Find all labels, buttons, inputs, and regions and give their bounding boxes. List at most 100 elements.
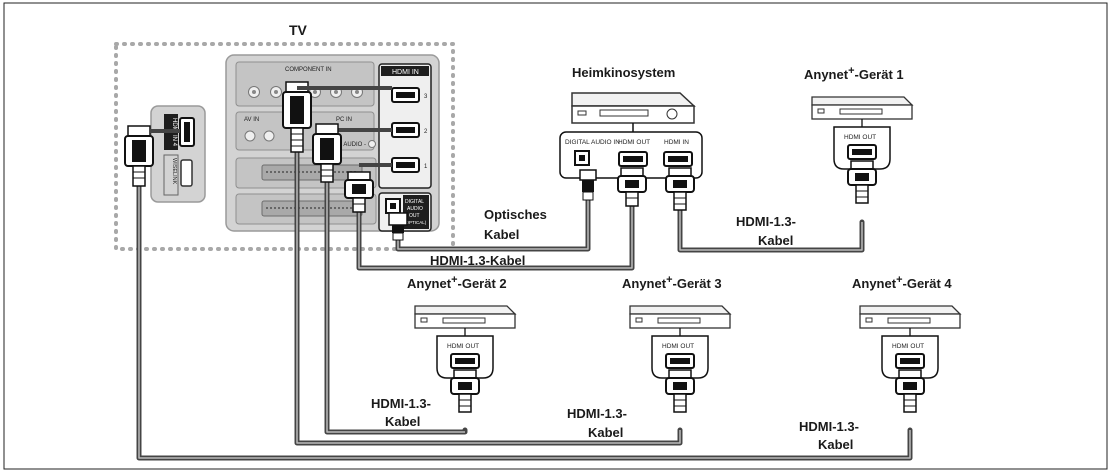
anynet-device-1: Anynet+-Gerät 1 HDMI OUT bbox=[804, 65, 914, 204]
digital-audio-out-line4: (OPTICAL) bbox=[404, 220, 427, 225]
device-plug-head bbox=[453, 369, 477, 379]
device-superscript: + bbox=[666, 274, 672, 286]
plug-ht-hdmi-in bbox=[665, 167, 695, 211]
device-suffix: -Gerät 4 bbox=[903, 276, 953, 291]
scart-block-1 bbox=[235, 157, 377, 189]
device-slot bbox=[442, 317, 486, 324]
home-theater-port-panel: DIGITAL AUDIO IN HDMI OUT HDMI IN bbox=[559, 131, 703, 179]
device-suffix: -Gerät 2 bbox=[458, 276, 507, 291]
plug-ht-hdmi-out bbox=[617, 167, 647, 207]
home-theater-title: Heimkinosystem bbox=[572, 65, 675, 80]
device-hdmi-port-inner bbox=[852, 149, 872, 155]
device-port-label: HDMI OUT bbox=[892, 343, 924, 350]
device-suffix: -Gerät 3 bbox=[673, 276, 722, 291]
device-plug-grip bbox=[855, 173, 869, 181]
device-port-label: HDMI OUT bbox=[844, 134, 876, 141]
anynet-device-2: Anynet+-Gerät 2 HDMI OUT bbox=[407, 274, 517, 413]
tv-outline bbox=[114, 42, 455, 251]
device-plug-head bbox=[668, 369, 692, 379]
hdmi-dev4-cable-label-line2: Kabel bbox=[818, 437, 853, 452]
plug-tv-side-hdmi bbox=[124, 125, 180, 187]
tv-title: TV bbox=[289, 22, 308, 38]
hdmi-port-2-number: 2 bbox=[424, 129, 428, 135]
digital-audio-out-line3: OUT bbox=[409, 213, 420, 219]
device-2-title: Anynet+-Gerät 2 bbox=[407, 274, 507, 291]
cable-labels: Optisches Kabel HDMI-1.3-Kabel HDMI-1.3-… bbox=[371, 207, 859, 452]
device-top bbox=[811, 96, 914, 106]
ht-port-hdmi-in: HDMI IN bbox=[664, 139, 689, 146]
hdmi-port-3-number: 3 bbox=[424, 94, 428, 100]
hdmi-dev3-cable-label-line1: HDMI-1.3- bbox=[567, 406, 627, 421]
device-front bbox=[859, 313, 961, 329]
hdmi-dev1-cable-label-line1: HDMI-1.3- bbox=[736, 214, 796, 229]
optical-cable-label-line2: Kabel bbox=[484, 227, 519, 242]
home-theater-unit bbox=[571, 92, 696, 132]
device-hdmi-port-inner bbox=[455, 358, 475, 364]
device-port-label: HDMI OUT bbox=[447, 343, 479, 350]
home-theater-group: Heimkinosystem DIGITAL AUDIO IN HDMI OUT… bbox=[559, 65, 703, 179]
device-1-title: Anynet+-Gerät 1 bbox=[804, 65, 904, 82]
wiselink-label: WISELINK bbox=[171, 158, 177, 185]
hdmi-port-1-number: 1 bbox=[424, 164, 428, 170]
hdmi-ht-cable-label: HDMI-1.3-Kabel bbox=[430, 253, 525, 268]
digital-audio-out-line2: AUDIO bbox=[407, 206, 423, 212]
device-slot bbox=[657, 317, 701, 324]
ht-port-hdmi-out: HDMI OUT bbox=[618, 139, 650, 146]
device-top bbox=[414, 305, 517, 315]
device-led bbox=[865, 317, 873, 323]
device-hdmi-port-inner bbox=[900, 358, 920, 364]
device-slot bbox=[887, 317, 931, 324]
plug-ht-optical bbox=[579, 169, 597, 201]
audio-label: - AUDIO - bbox=[340, 142, 366, 148]
device-3-title: Anynet+-Gerät 3 bbox=[622, 274, 722, 291]
digital-audio-out-line1: DIGITAL bbox=[405, 199, 424, 205]
hdmi-dev4-cable-label-line1: HDMI-1.3- bbox=[799, 419, 859, 434]
tv-hdmi-in-header: HDMI IN bbox=[392, 69, 419, 76]
plug-tv-hdmi-3 bbox=[282, 81, 392, 153]
device-superscript: + bbox=[451, 274, 457, 286]
device-top bbox=[629, 305, 732, 315]
device-hdmi-port-inner bbox=[670, 358, 690, 364]
device-plug-grip bbox=[673, 382, 687, 390]
device-name: Anynet bbox=[804, 67, 849, 82]
device-suffix: -Gerät 1 bbox=[855, 67, 904, 82]
plug-tv-optical bbox=[388, 212, 408, 241]
device-4-title: Anynet+-Gerät 4 bbox=[852, 274, 952, 291]
device-name: Anynet bbox=[852, 276, 897, 291]
device-name: Anynet bbox=[407, 276, 452, 291]
outer-frame bbox=[3, 2, 1108, 470]
hdmi-dev2-cable-label-line2: Kabel bbox=[385, 414, 420, 429]
tv-side-panel: HDMI IN 4 WISELINK bbox=[150, 105, 206, 203]
device-led bbox=[420, 317, 428, 323]
device-slot bbox=[839, 108, 883, 115]
device-plug-grip bbox=[458, 382, 472, 390]
anynet-device-4: Anynet+-Gerät 4 HDMI OUT bbox=[852, 274, 962, 413]
device-front bbox=[629, 313, 731, 329]
device-name: Anynet bbox=[622, 276, 667, 291]
plug-tv-hdmi-1 bbox=[344, 163, 392, 213]
device-plug-head bbox=[850, 160, 874, 170]
device-top bbox=[859, 305, 962, 315]
tv-hdmi-in-group: HDMI IN 3 2 1 bbox=[378, 63, 432, 189]
av-in-label: AV IN bbox=[244, 117, 259, 123]
optical-cable-label-line1: Optisches bbox=[484, 207, 547, 222]
pc-in-label: PC IN bbox=[336, 117, 352, 123]
connectors-layer bbox=[124, 81, 695, 241]
device-front bbox=[414, 313, 516, 329]
hdmi-dev2-cable-label-line1: HDMI-1.3- bbox=[371, 396, 431, 411]
device-plug-strain bbox=[903, 393, 917, 413]
cables-layer bbox=[136, 149, 913, 461]
device-plug-strain bbox=[458, 393, 472, 413]
plug-tv-hdmi-2 bbox=[312, 123, 392, 183]
component-in-label: COMPONENT IN bbox=[285, 67, 332, 73]
device-superscript: + bbox=[848, 65, 854, 77]
device-plug-strain bbox=[855, 184, 869, 204]
ht-port-digital-audio-in: DIGITAL AUDIO IN bbox=[565, 139, 620, 146]
device-led bbox=[817, 108, 825, 114]
av-in-block: AV IN bbox=[235, 111, 295, 151]
device-led bbox=[635, 317, 643, 323]
